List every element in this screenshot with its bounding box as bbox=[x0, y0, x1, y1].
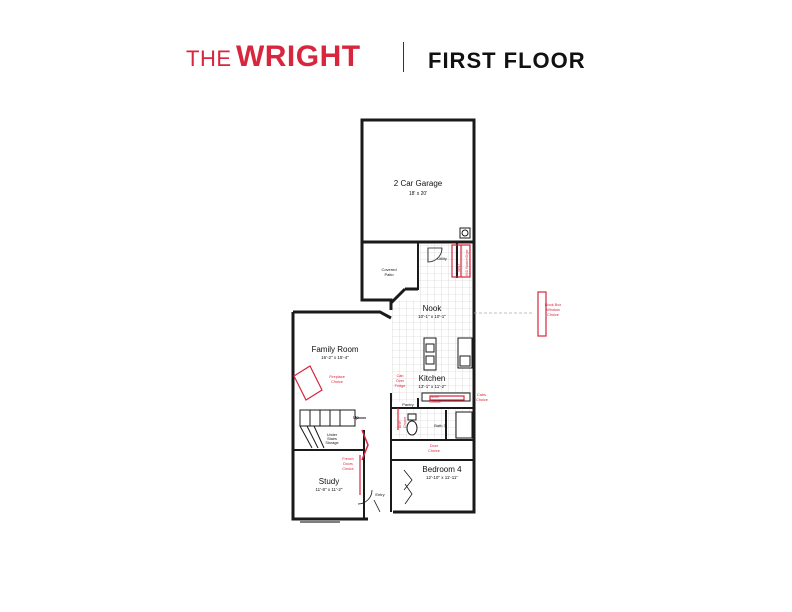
fireplace-label-2: Choice bbox=[331, 380, 343, 384]
garage-dims: 18' x 20' bbox=[409, 191, 427, 197]
brand-name: WRIGHT bbox=[235, 40, 361, 73]
arch-choice-label-2: Choice bbox=[403, 417, 407, 428]
brand-prefix: THE bbox=[186, 46, 232, 71]
stairs-up-label: Up bbox=[353, 415, 359, 420]
exterior-walls bbox=[291, 118, 476, 521]
nook-box-label-3: Choice bbox=[547, 313, 559, 317]
cab-over-fridge-label-2: Over bbox=[396, 379, 405, 383]
french-doors-label-1: French bbox=[342, 457, 353, 461]
bath-label: Bath 3 bbox=[434, 423, 446, 428]
doors bbox=[357, 247, 443, 513]
nook-label: Nook bbox=[423, 304, 443, 313]
family-room-dims: 16'-2" x 15'-4" bbox=[321, 355, 349, 360]
utility-label: Utility bbox=[437, 256, 447, 261]
plan-title: THE WRIGHT bbox=[186, 40, 361, 74]
nook-box-label-2: Window bbox=[546, 308, 560, 312]
fireplace-label-1: Fireplace bbox=[329, 375, 345, 379]
arch-choice-label-1: Arch bbox=[398, 421, 402, 428]
nook-box-label-1: Nook Box bbox=[545, 303, 562, 307]
under-stairs-label-2: Stairs bbox=[327, 437, 337, 441]
french-doors-label-3: Choice bbox=[342, 467, 353, 471]
cab-over-fridge-label-1: Cab bbox=[397, 374, 404, 378]
page-header: THE WRIGHT FIRST FLOOR bbox=[0, 40, 792, 80]
shelf-choice-label-1: Shelf bbox=[431, 395, 439, 399]
kitchen-dims: 13'-1" x 11'-2" bbox=[418, 384, 446, 389]
under-stairs-label-1: Under bbox=[327, 433, 338, 437]
nook-dims: 10'-1" x 10'-1" bbox=[418, 314, 446, 319]
title-divider bbox=[403, 42, 404, 72]
study-label: Study bbox=[319, 477, 339, 486]
cabs-choice-label-1: Cabs. bbox=[477, 393, 487, 397]
garage-label: 2 Car Garage bbox=[394, 179, 443, 188]
kitchen-label: Kitchen bbox=[419, 374, 446, 383]
covered-patio-label-1: Covered bbox=[381, 267, 396, 272]
floor-label: FIRST FLOOR bbox=[428, 48, 586, 73]
shelf-choice-label-2: Choice bbox=[429, 400, 440, 404]
interior-walls bbox=[293, 242, 474, 519]
bedroom4-dims: 12'-10" x 11'-11" bbox=[426, 475, 458, 480]
door-choice-label-2: Choice bbox=[428, 449, 440, 453]
washer-dryer-label-1: W/D bbox=[456, 264, 461, 272]
entry-label: Entry bbox=[375, 492, 384, 497]
option-markings bbox=[293, 244, 547, 495]
door-choice-label-1: Door bbox=[430, 444, 439, 448]
bath-fixtures bbox=[406, 411, 473, 439]
cabs-choice-label-2: Choice bbox=[476, 398, 488, 402]
french-doors-label-2: Doors bbox=[343, 462, 353, 466]
staircase bbox=[299, 409, 366, 449]
utility-tile-floor bbox=[418, 244, 472, 300]
cab-over-fridge-label-3: Fridge bbox=[395, 384, 406, 388]
bedroom4-label: Bedroom 4 bbox=[422, 465, 462, 474]
kitchen-fixtures bbox=[421, 227, 473, 402]
covered-patio-label-2: Patio bbox=[384, 272, 394, 277]
under-stairs-label-3: Storage bbox=[325, 441, 338, 445]
washer-dryer-label-2: W/D Washer/Dryer bbox=[465, 248, 469, 276]
pantry-label: Pantry bbox=[402, 402, 414, 407]
family-room-label: Family Room bbox=[311, 345, 358, 354]
study-dims: 11'-8" x 11'-2" bbox=[315, 487, 342, 492]
